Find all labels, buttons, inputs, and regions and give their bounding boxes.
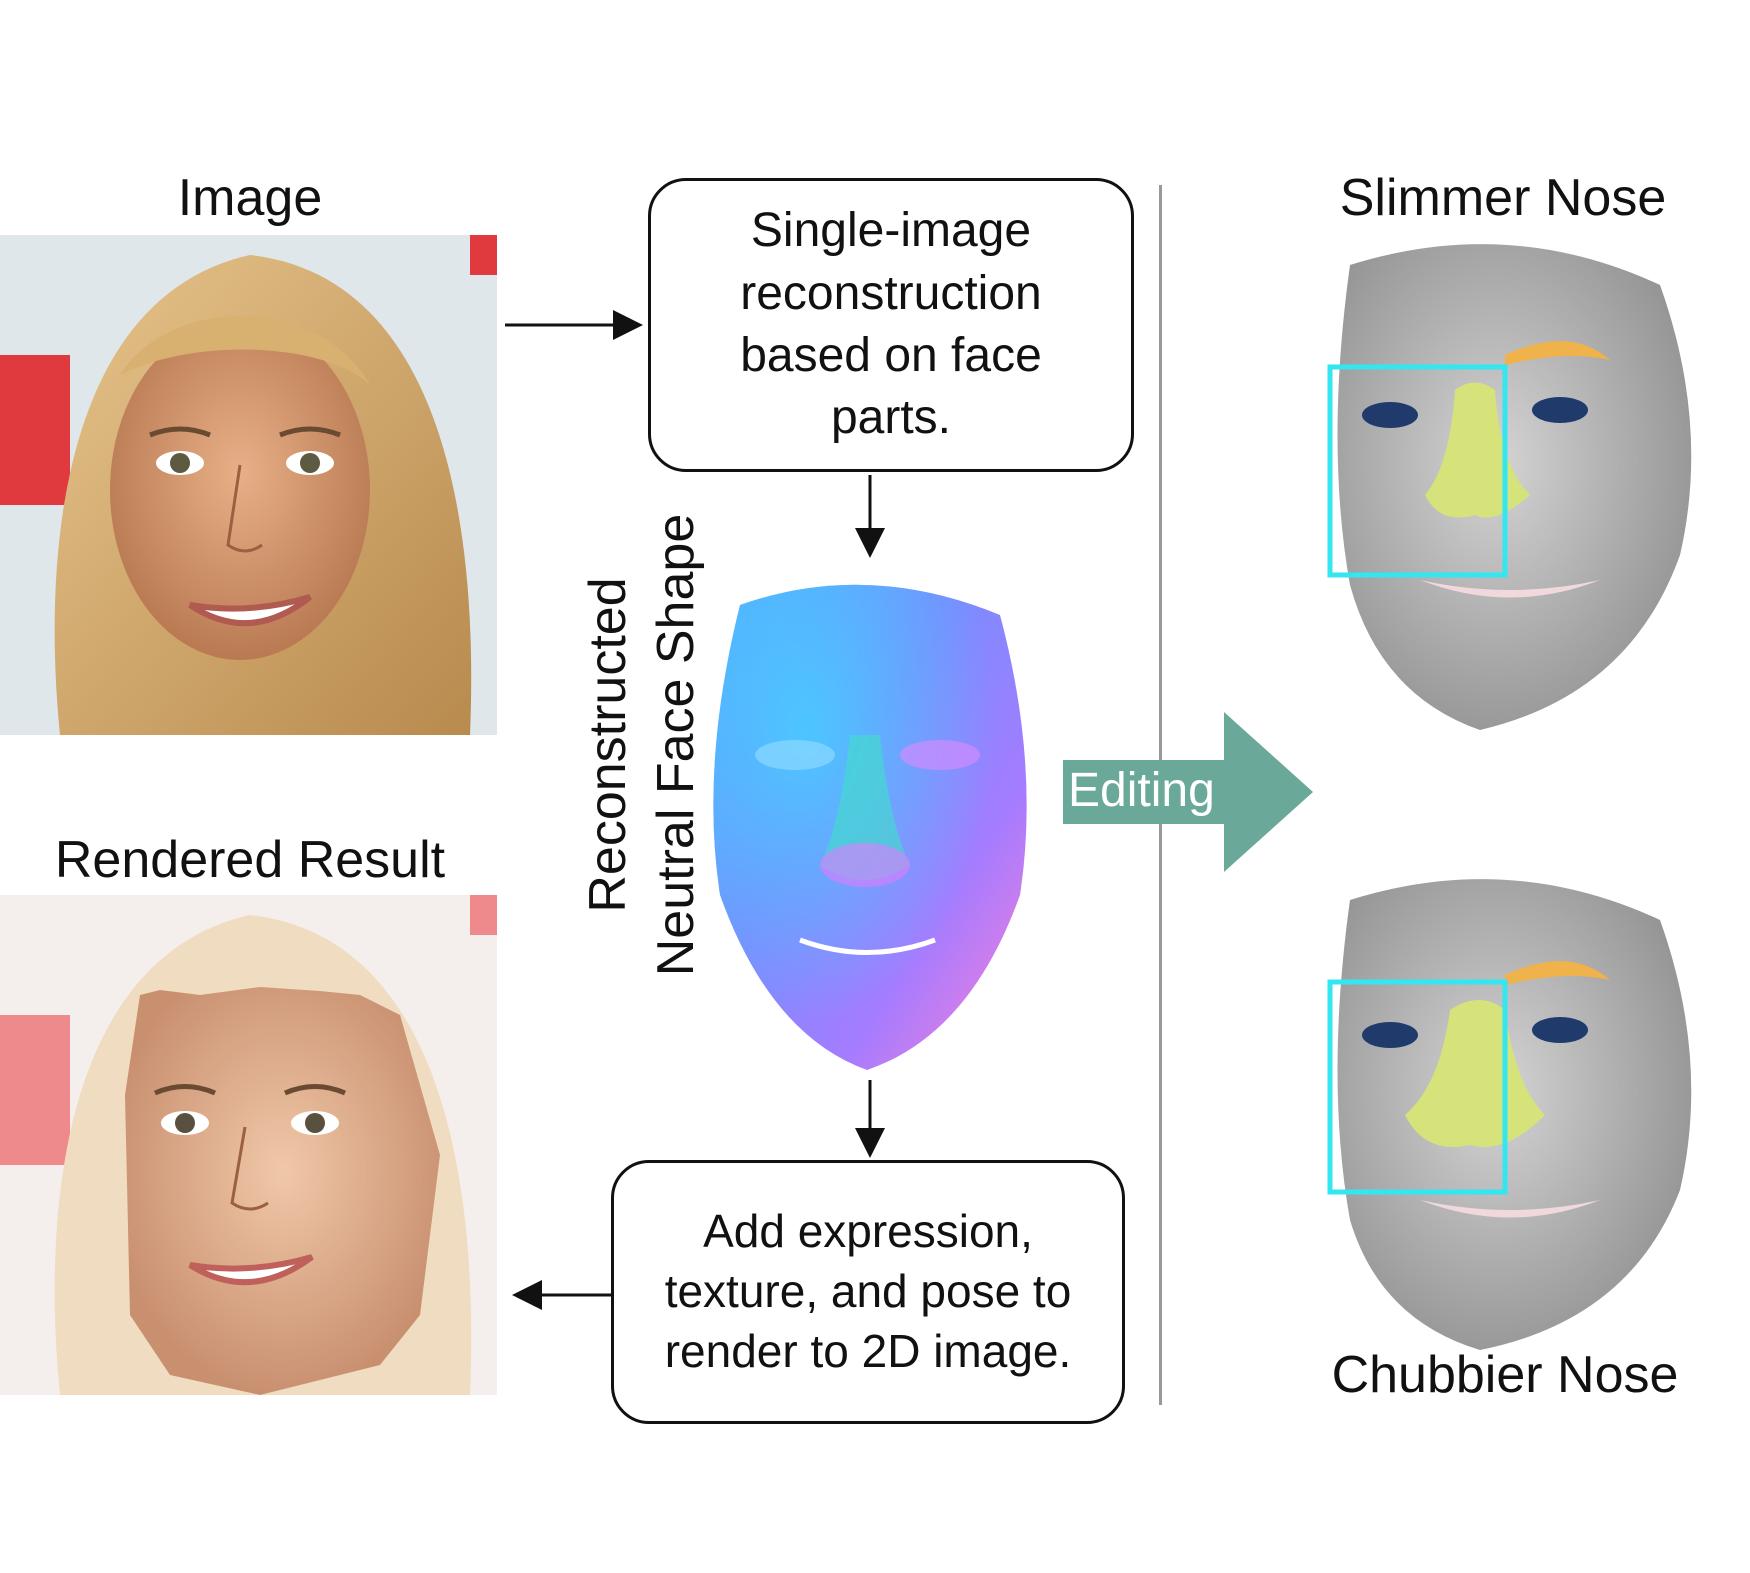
- box-line: parts.: [830, 391, 952, 445]
- neutral-face-shape: [700, 565, 1035, 1075]
- slimmer-nose-mesh: [1310, 225, 1710, 735]
- slimmer-nose-title: Slimmer Nose: [1339, 169, 1667, 227]
- chubbier-nose-mesh: [1310, 860, 1710, 1355]
- render-step-box: Add expression, texture, and pose to ren…: [611, 1160, 1125, 1424]
- box-line: reconstruction: [740, 266, 1042, 320]
- rendered-photo: [0, 895, 497, 1395]
- image-title: Image: [177, 169, 323, 227]
- box-line: render to 2D image.: [664, 1324, 1072, 1377]
- input-photo: [0, 235, 497, 735]
- box-line: based on face: [740, 329, 1042, 382]
- box-line: texture, and pose to: [664, 1265, 1072, 1318]
- rendered-title: Rendered Result: [54, 831, 446, 889]
- box-line: Single-image: [750, 204, 1032, 258]
- box-line: Add expression,: [703, 1205, 1033, 1258]
- reconstruction-step-box: Single-image reconstruction based on fac…: [648, 178, 1134, 472]
- chubbier-nose-title: Chubbier Nose: [1331, 1346, 1679, 1404]
- editing-label: Editing: [1068, 764, 1215, 817]
